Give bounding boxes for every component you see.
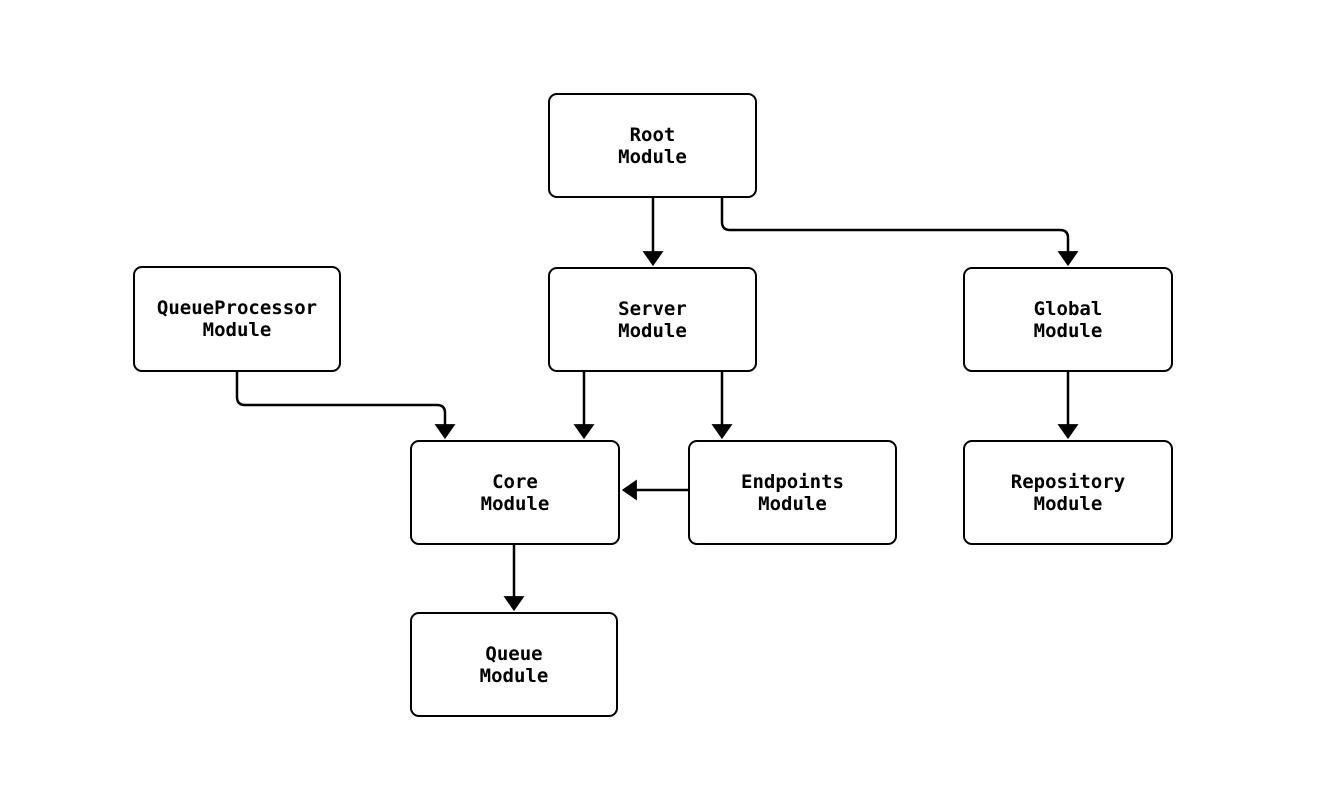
node-queue-module: Queue Module bbox=[410, 612, 618, 717]
edge-queueprocessor-to-core bbox=[235, 372, 456, 440]
node-endpoints-module: Endpoints Module bbox=[688, 440, 897, 545]
node-repository-module-label: Repository Module bbox=[1010, 470, 1126, 515]
node-server-module: Server Module bbox=[548, 267, 757, 372]
edge-root-to-global bbox=[720, 198, 1079, 267]
node-queue-module-label: Queue Module bbox=[479, 642, 549, 687]
node-server-module-label: Server Module bbox=[618, 297, 687, 342]
node-global-module-label: Global Module bbox=[1033, 297, 1103, 342]
node-endpoints-module-label: Endpoints Module bbox=[741, 470, 844, 515]
node-root-module-label: Root Module bbox=[618, 123, 687, 168]
node-core-module: Core Module bbox=[410, 440, 620, 545]
node-core-module-label: Core Module bbox=[480, 470, 550, 515]
node-root-module: Root Module bbox=[548, 93, 757, 198]
node-queueprocessor-module: QueueProcessor Module bbox=[133, 266, 341, 372]
node-repository-module: Repository Module bbox=[963, 440, 1173, 545]
node-queueprocessor-module-label: QueueProcessor Module bbox=[156, 297, 318, 341]
node-global-module: Global Module bbox=[963, 267, 1173, 372]
